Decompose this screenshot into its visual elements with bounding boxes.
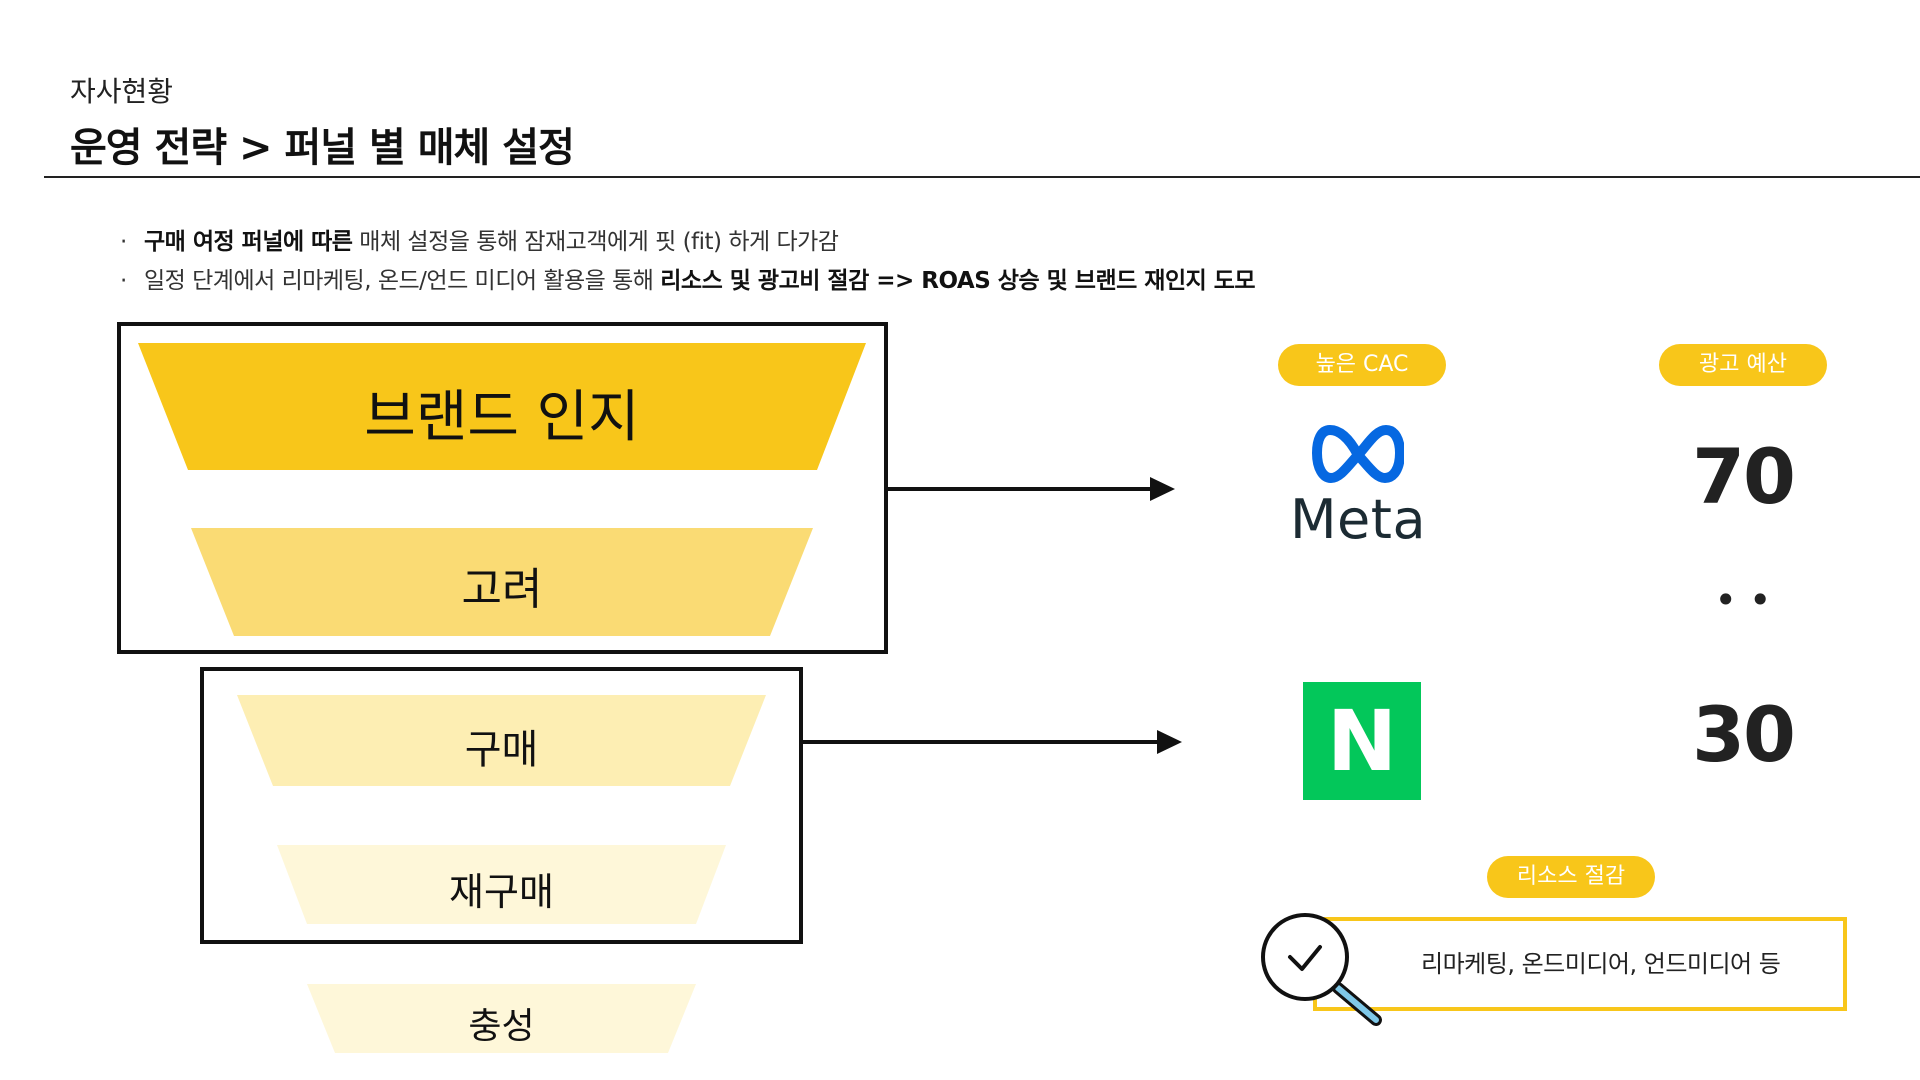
ratio-separator: • • bbox=[1714, 578, 1772, 622]
magnifier-check-icon bbox=[1261, 913, 1382, 1026]
bullet-2-bold: 리소스 및 광고비 절감 => ROAS 상승 및 브랜드 재인지 도모 bbox=[660, 268, 1256, 294]
bottom-funnel-frame bbox=[200, 667, 803, 944]
funnel-stage-repurchase bbox=[277, 845, 726, 924]
funnel-stage-brand-awareness bbox=[138, 343, 866, 470]
stage-label-loyalty: 충성 bbox=[468, 1006, 535, 1047]
top-funnel-frame bbox=[117, 322, 888, 654]
naver-budget-value: 30 bbox=[1692, 690, 1796, 779]
resource-box: 리마케팅, 온드미디어, 언드미디어 등 bbox=[1313, 917, 1847, 1011]
ad-budget-pill: 광고 예산 bbox=[1659, 344, 1827, 386]
bullet-dot: · bbox=[120, 268, 127, 294]
arrow-right-icon bbox=[802, 730, 1182, 754]
bullet-dot: · bbox=[120, 229, 127, 255]
stage-label-purchase: 구매 bbox=[464, 727, 539, 773]
resource-box-text: 리마케팅, 온드미디어, 언드미디어 등 bbox=[1421, 950, 1781, 978]
meta-infinity-icon bbox=[1312, 425, 1404, 483]
title-divider bbox=[44, 176, 1920, 178]
page-title: 운영 전략 > 퍼널 별 매체 설정 bbox=[70, 125, 575, 171]
bullet-1-text: 매체 설정을 통해 잠재고객에게 핏 (fit) 하게 다가감 bbox=[352, 229, 839, 255]
funnel-stage-purchase bbox=[237, 695, 766, 786]
naver-logo-letter: N bbox=[1326, 692, 1398, 790]
stage-label-consideration: 고려 bbox=[461, 564, 543, 615]
stage-label-repurchase: 재구매 bbox=[449, 870, 554, 914]
bullet-1-bold: 구매 여정 퍼널에 따른 bbox=[144, 229, 353, 255]
funnel-stage-consideration bbox=[191, 528, 813, 636]
high-cac-pill: 높은 CAC bbox=[1278, 344, 1446, 386]
meta-wordmark: Meta bbox=[1289, 488, 1427, 551]
bullet-1: · 구매 여정 퍼널에 따른 매체 설정을 통해 잠재고객에게 핏 (fit) 하… bbox=[120, 222, 839, 256]
resource-saving-pill: 리소스 절감 bbox=[1487, 856, 1655, 898]
bullet-2-text: 일정 단계에서 리마케팅, 온드/언드 미디어 활용을 통해 bbox=[144, 268, 661, 294]
bullet-2: · 일정 단계에서 리마케팅, 온드/언드 미디어 활용을 통해 리소스 및 광고… bbox=[120, 261, 1256, 295]
funnel-stage-loyalty bbox=[307, 984, 696, 1053]
stage-label-brand-awareness: 브랜드 인지 bbox=[364, 385, 640, 450]
breadcrumb: 자사현황 bbox=[70, 75, 174, 108]
arrow-right-icon bbox=[887, 477, 1175, 501]
meta-budget-value: 70 bbox=[1692, 432, 1796, 521]
naver-logo-icon: N bbox=[1303, 682, 1421, 800]
